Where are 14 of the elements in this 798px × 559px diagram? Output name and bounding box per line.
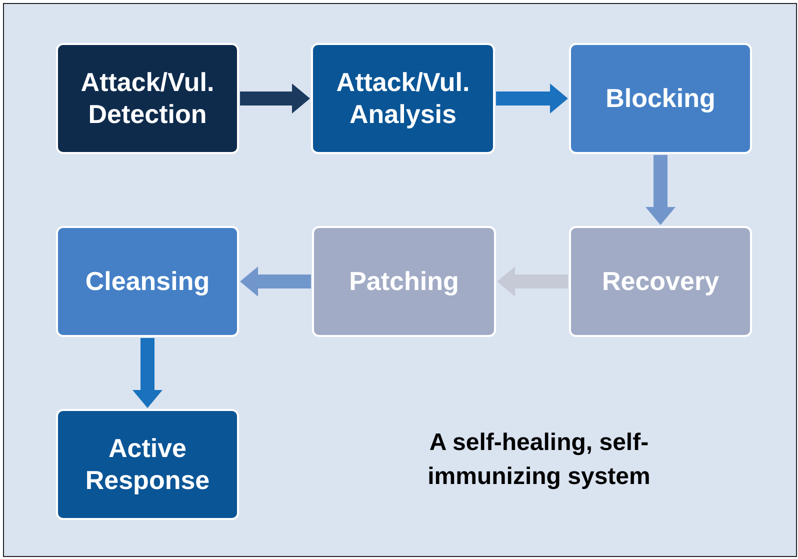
process-box: Active Response [56,409,239,520]
process-box: Recovery [569,226,752,337]
block-arrow [497,266,568,296]
block-arrow [132,338,162,408]
process-box: Blocking [569,43,752,154]
block-arrow [240,266,311,296]
process-box: Patching [312,226,496,337]
process-box: Cleansing [56,226,239,337]
process-box: Attack/Vul. Analysis [311,43,495,154]
block-arrow [496,84,568,114]
caption-text: A self-healing, self-immunizing system [426,428,652,492]
process-box: Attack/Vul. Detection [56,43,239,154]
block-arrow [646,155,676,225]
block-arrow [240,84,310,114]
